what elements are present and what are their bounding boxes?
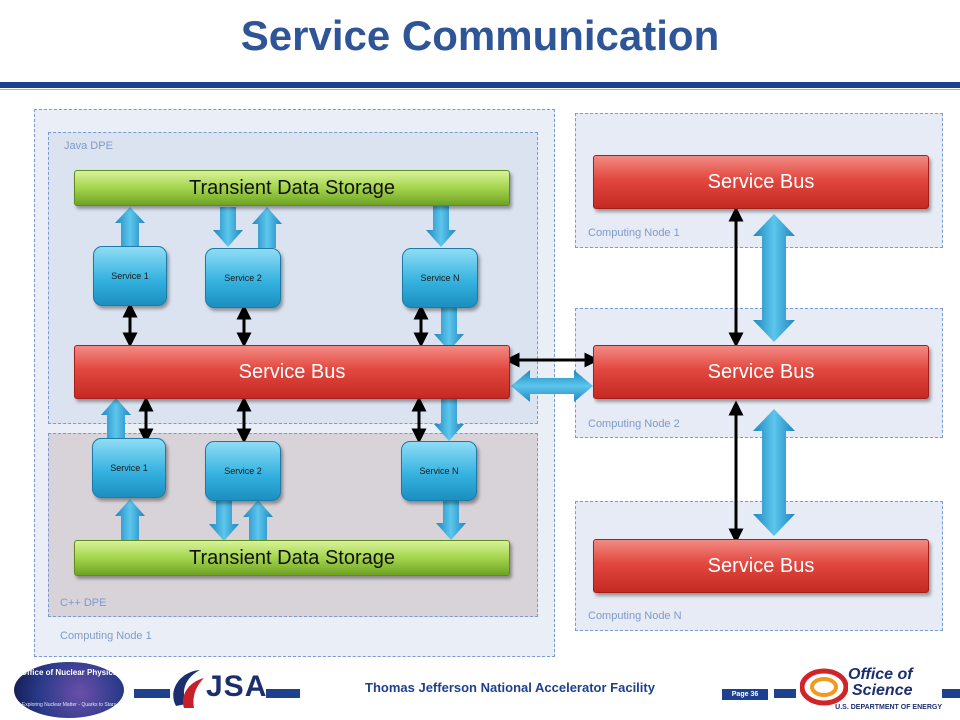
- node2-service-bus: Service Bus: [593, 345, 929, 399]
- cpp-service-1: Service 1: [92, 438, 166, 498]
- link-node2-nodeN-blue: [753, 409, 795, 536]
- cpp-service-2: Service 2: [205, 441, 281, 501]
- page-title: Service Communication: [240, 12, 720, 59]
- java-transient-data-storage: Transient Data Storage: [74, 170, 510, 206]
- arrow-java-s1-up: [115, 207, 145, 246]
- arrow-cpp-bus-to-sn: [434, 398, 464, 441]
- title-divider: [0, 82, 960, 88]
- java-dpe-label: Java DPE: [64, 140, 113, 152]
- jsa-logo: JSA: [170, 666, 266, 712]
- arrow-cpp-storage-to-s1: [115, 499, 145, 540]
- cpp-transient-data-storage: Transient Data Storage: [74, 540, 510, 576]
- java-service-1: Service 1: [93, 246, 167, 306]
- right-computing-node-1-label: Computing Node 1: [588, 227, 680, 239]
- cpp-service-n: Service N: [401, 441, 477, 501]
- right-computing-node-2-label: Computing Node 2: [588, 418, 680, 430]
- link-node1-node2-blue: [753, 214, 795, 342]
- footer-bar-left: [134, 689, 170, 698]
- footer-facility-name: Thomas Jefferson National Accelerator Fa…: [365, 680, 655, 695]
- page-number: Page 36: [722, 689, 768, 700]
- right-computing-node-n-label: Computing Node N: [588, 610, 682, 622]
- title-divider-thin: [0, 89, 960, 90]
- node1-service-bus: Service Bus: [593, 155, 929, 209]
- footer-bar-far-right: [942, 689, 960, 698]
- nuclear-physics-logo-title: Office of Nuclear Physics: [20, 668, 118, 677]
- nuclear-physics-logo: Office of Nuclear Physics Exploring Nucl…: [14, 662, 124, 718]
- office-of-science-logo: Office of Science U.S. DEPARTMENT OF ENE…: [800, 664, 942, 716]
- java-service-n: Service N: [402, 248, 478, 308]
- arrow-cpp-sn-down: [436, 497, 466, 540]
- arrow-cpp-s2-up: [243, 500, 273, 541]
- footer-bar-mid: [266, 689, 300, 698]
- arrow-java-s2-up: [252, 207, 282, 248]
- footer-bar-right: [774, 689, 796, 698]
- arrow-cpp-s1-to-bus: [101, 398, 131, 440]
- left-service-bus: Service Bus: [74, 345, 510, 399]
- arrow-cpp-s2-down: [209, 500, 239, 541]
- cpp-dpe-label: C++ DPE: [60, 597, 107, 609]
- office-of-science-line1: Office of: [848, 666, 913, 683]
- nuclear-physics-logo-tagline: Exploring Nuclear Matter - Quarks to Sta…: [21, 702, 117, 708]
- arrow-java-sn-to-bus: [434, 307, 464, 351]
- arrow-java-s2-down: [213, 207, 243, 247]
- noden-service-bus: Service Bus: [593, 539, 929, 593]
- left-computing-node-label: Computing Node 1: [60, 630, 152, 642]
- arrow-java-sn-down: [426, 205, 456, 247]
- jsa-logo-text: JSA: [206, 670, 268, 703]
- jsa-swoosh-icon: [173, 670, 204, 708]
- office-of-science-line2: Science: [852, 682, 913, 699]
- arrow-left-bus-node2-blue: [511, 370, 593, 402]
- java-service-2: Service 2: [205, 248, 281, 308]
- office-of-science-line3: U.S. DEPARTMENT OF ENERGY: [835, 704, 942, 711]
- doe-emblem-icon: [800, 668, 848, 706]
